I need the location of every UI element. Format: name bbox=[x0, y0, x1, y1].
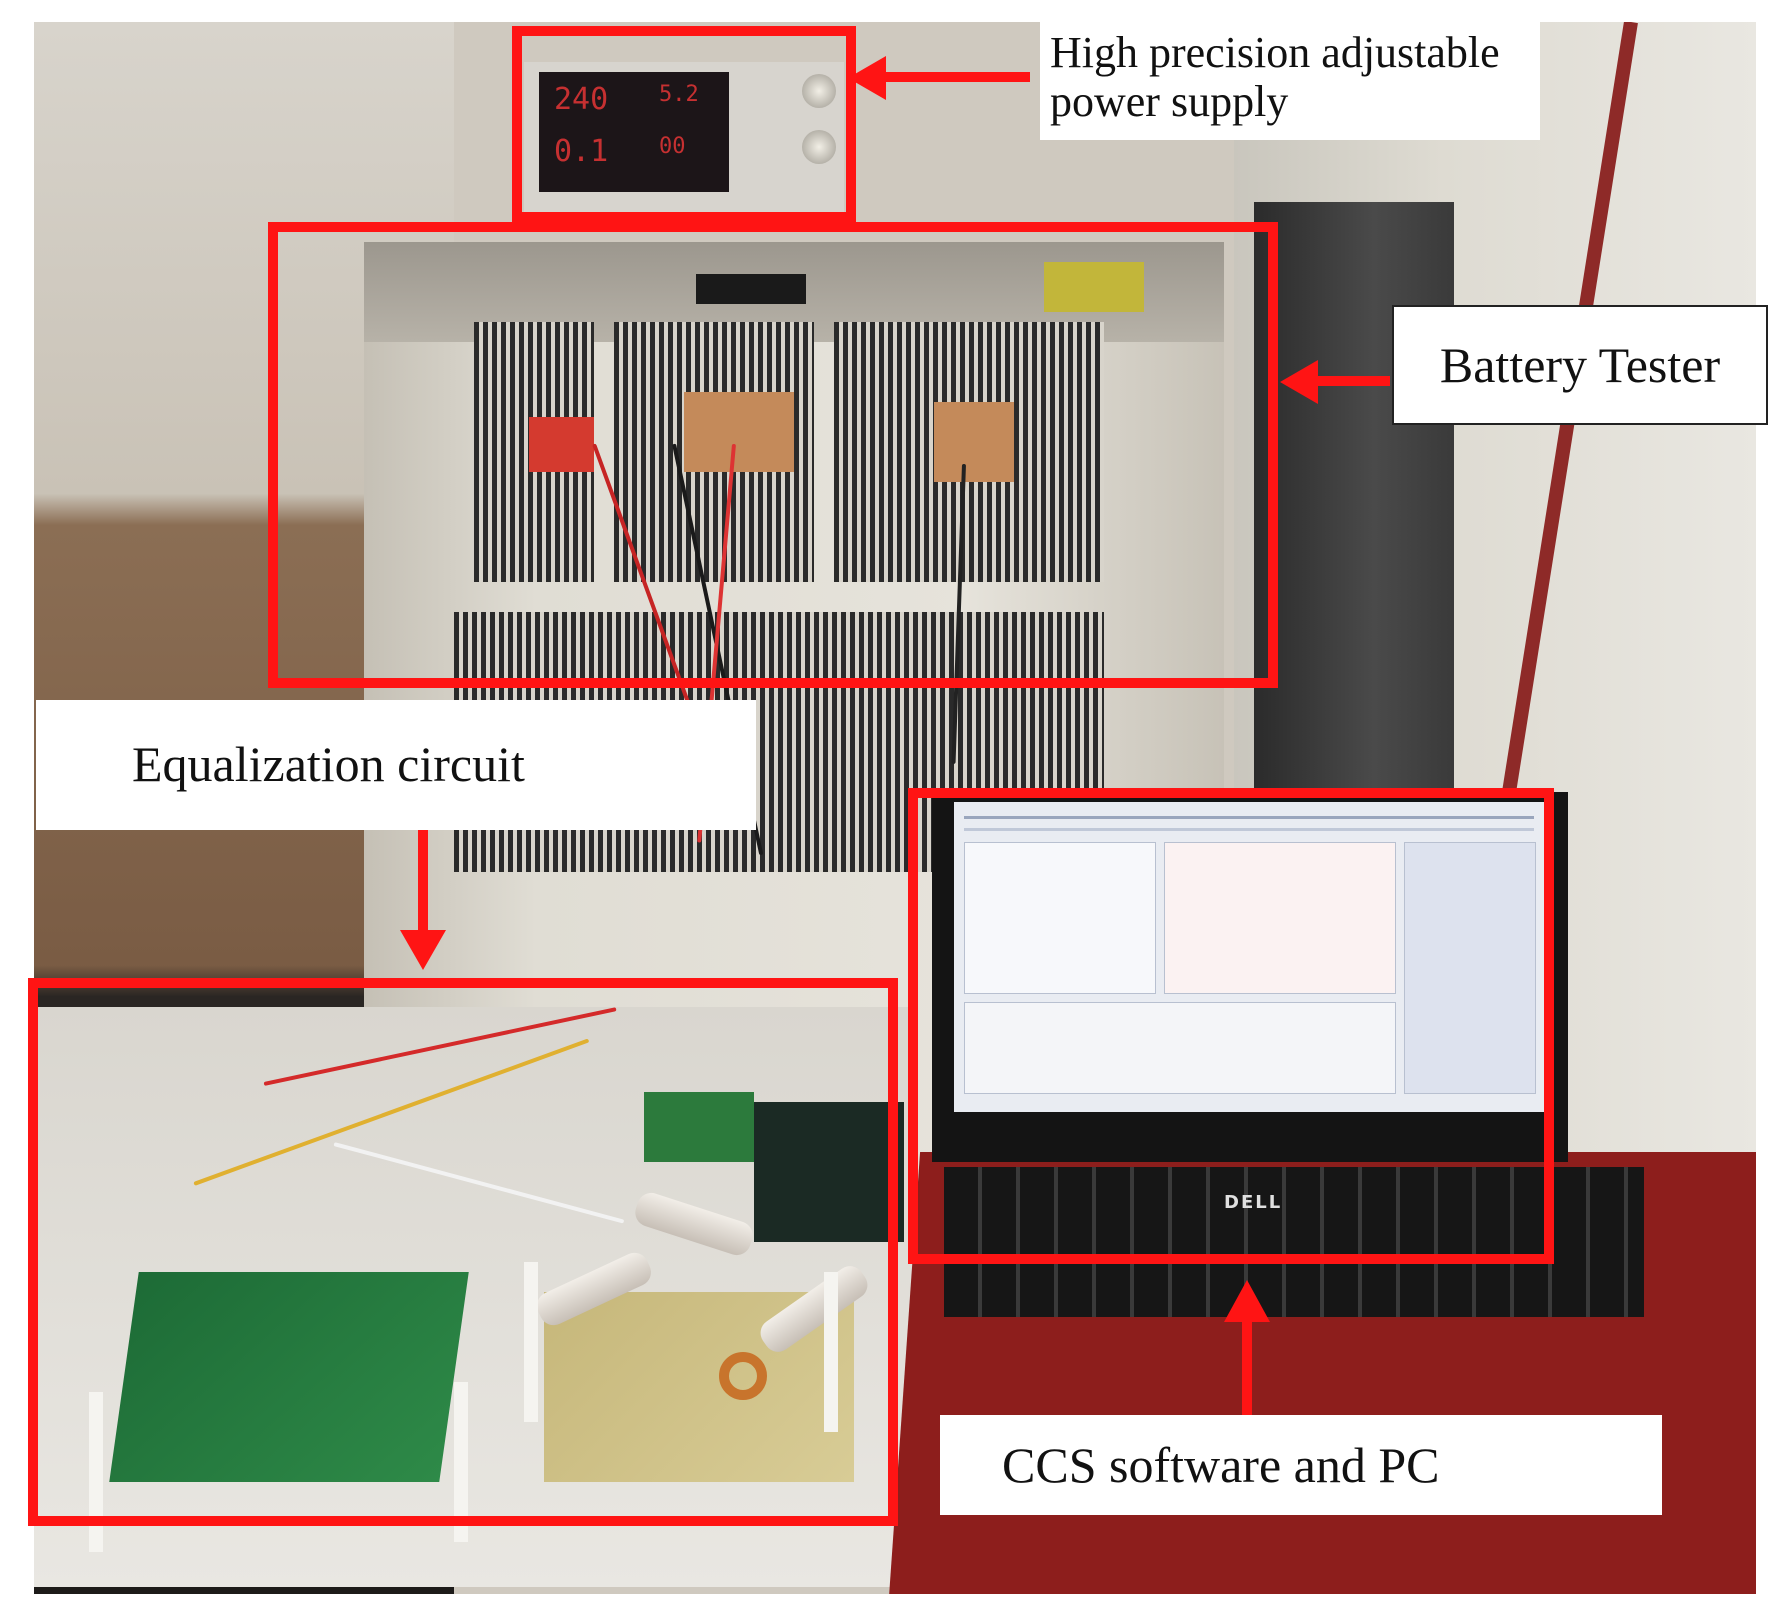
power-supply-label-line1: High precision adjustable bbox=[1050, 28, 1500, 77]
controller-board bbox=[754, 1102, 904, 1242]
power-supply-label-line2: power supply bbox=[1050, 77, 1289, 127]
ps-reading-top-right: 5.2 bbox=[659, 82, 699, 107]
equalization-circuit-frame bbox=[28, 978, 898, 1526]
output-terminal bbox=[934, 402, 1014, 482]
ui-toolbar bbox=[964, 828, 1534, 831]
battery-tester-logo bbox=[1044, 262, 1144, 312]
power-supply-screen: 240 5.2 0.1 00 bbox=[539, 72, 729, 192]
battery-tester-label: Battery Tester bbox=[1392, 305, 1768, 425]
equalization-circuit-label: Equalization circuit bbox=[36, 700, 756, 830]
battery-tester-arrow bbox=[1310, 376, 1390, 386]
equalization-arrow bbox=[418, 828, 428, 938]
ps-reading-top: 240 bbox=[554, 82, 609, 117]
ccs-software-label: CCS software and PC bbox=[940, 1415, 1662, 1515]
ccs-arrow bbox=[1242, 1320, 1252, 1420]
ccs-software-window bbox=[954, 802, 1544, 1112]
ui-toolbar bbox=[964, 816, 1534, 819]
ui-variables-pane bbox=[1164, 842, 1396, 994]
ui-project-pane bbox=[964, 842, 1156, 994]
background-cabinet bbox=[1254, 202, 1454, 842]
small-pcb bbox=[644, 1092, 754, 1162]
output-terminal bbox=[684, 392, 794, 472]
ps-knob bbox=[802, 74, 836, 108]
ps-knob bbox=[802, 130, 836, 164]
ui-side-pane bbox=[1404, 842, 1536, 1094]
ccs-pc-frame bbox=[908, 788, 1554, 1264]
power-supply-frame bbox=[512, 26, 856, 222]
battery-tester-arrowhead bbox=[1280, 360, 1318, 404]
power-supply-label: High precision adjustable power supply bbox=[1040, 20, 1540, 140]
ui-console-pane bbox=[964, 1002, 1396, 1094]
standoff-post bbox=[824, 1272, 838, 1432]
power-supply-arrow bbox=[880, 72, 1030, 82]
battery-tester-display bbox=[696, 274, 806, 304]
ccs-arrowhead bbox=[1224, 1280, 1270, 1322]
equalization-arrowhead bbox=[400, 930, 446, 970]
battery-tester-frame bbox=[268, 222, 1278, 688]
standoff-post bbox=[524, 1262, 538, 1422]
ps-reading-bottom: 0.1 bbox=[554, 134, 609, 169]
laptop-keyboard bbox=[944, 1167, 1644, 1317]
power-supply-arrowhead bbox=[848, 56, 886, 100]
circuit-breaker bbox=[529, 417, 594, 472]
standoff-post bbox=[454, 1382, 468, 1542]
standoff-post bbox=[89, 1392, 103, 1552]
laptop-brand: DELL bbox=[1224, 1192, 1283, 1213]
ps-reading-bottom-right: 00 bbox=[659, 134, 686, 159]
toroid-inductor bbox=[719, 1352, 767, 1400]
